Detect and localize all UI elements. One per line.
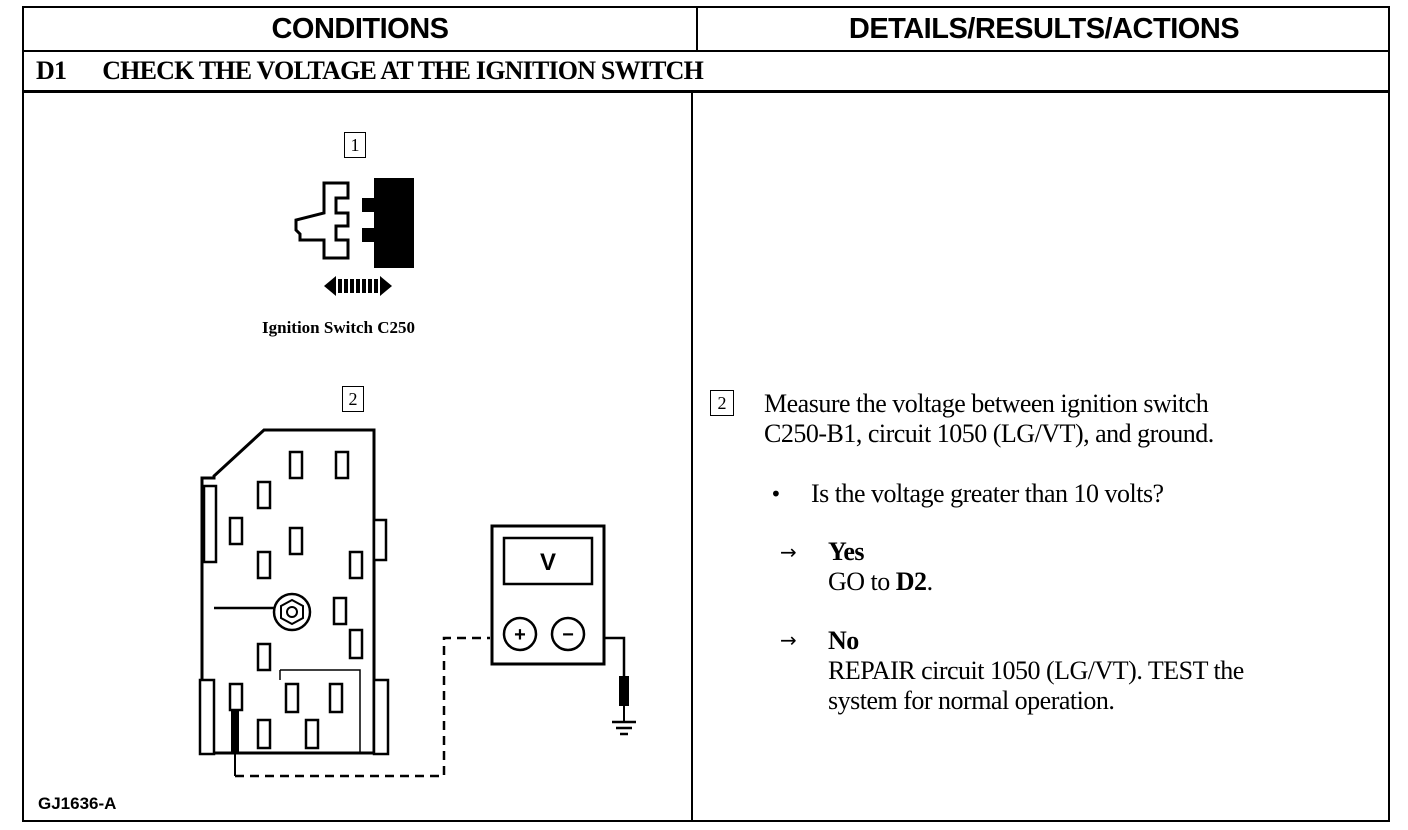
callout-1: 1 (344, 132, 366, 158)
no-action-line-2: system for normal operation. (828, 686, 1115, 715)
instruction-line-1: Measure the voltage between ignition swi… (764, 389, 1209, 418)
connector-caption: Ignition Switch C250 (262, 318, 416, 337)
no-label: No (828, 626, 859, 655)
arrow-right-icon: → (780, 628, 797, 652)
plus-terminal: + (514, 624, 526, 646)
arrow-right-icon: → (780, 540, 797, 564)
connector-face-icon (198, 428, 390, 776)
conditions-header: CONDITIONS (24, 8, 698, 50)
no-result: No REPAIR circuit 1050 (LG/VT). TEST the… (828, 626, 1244, 716)
instruction-line-2: C250-B1, circuit 1050 (LG/VT), and groun… (764, 419, 1214, 448)
bullet-icon: • (770, 482, 782, 506)
minus-terminal: − (562, 624, 574, 646)
voltmeter-icon: V + − (490, 524, 606, 666)
ignition-switch-diagram: V + − (198, 178, 636, 778)
question-text: Is the voltage greater than 10 volts? (811, 479, 1164, 508)
header-rule (24, 50, 1388, 52)
details-header: DETAILS/RESULTS/ACTIONS (848, 12, 1240, 45)
yes-label: Yes (828, 537, 865, 566)
step-title-row: D1 CHECK THE VOLTAGE AT THE IGNITION SWI… (24, 52, 1388, 90)
no-action-line-1: REPAIR circuit 1050 (LG/VT). TEST the (828, 656, 1244, 685)
meter-label: V (540, 549, 556, 576)
callout-2: 2 (342, 386, 364, 412)
step-rule (24, 90, 1388, 93)
step-title: CHECK THE VOLTAGE AT THE IGNITION SWITCH (102, 56, 704, 85)
instruction-text: Measure the voltage between ignition swi… (764, 389, 1214, 449)
yes-result: Yes GO to D2. (828, 537, 933, 597)
column-divider (691, 92, 693, 820)
connector-c250-icon (294, 178, 414, 296)
figure-id: GJ1636-A (38, 794, 117, 813)
details-callout-2: 2 (710, 390, 734, 416)
yes-action: GO to D2. (828, 567, 933, 596)
procedure-table: CONDITIONS DETAILS/RESULTS/ACTIONS D1 CH… (22, 6, 1390, 822)
step-number: D1 (36, 56, 67, 85)
